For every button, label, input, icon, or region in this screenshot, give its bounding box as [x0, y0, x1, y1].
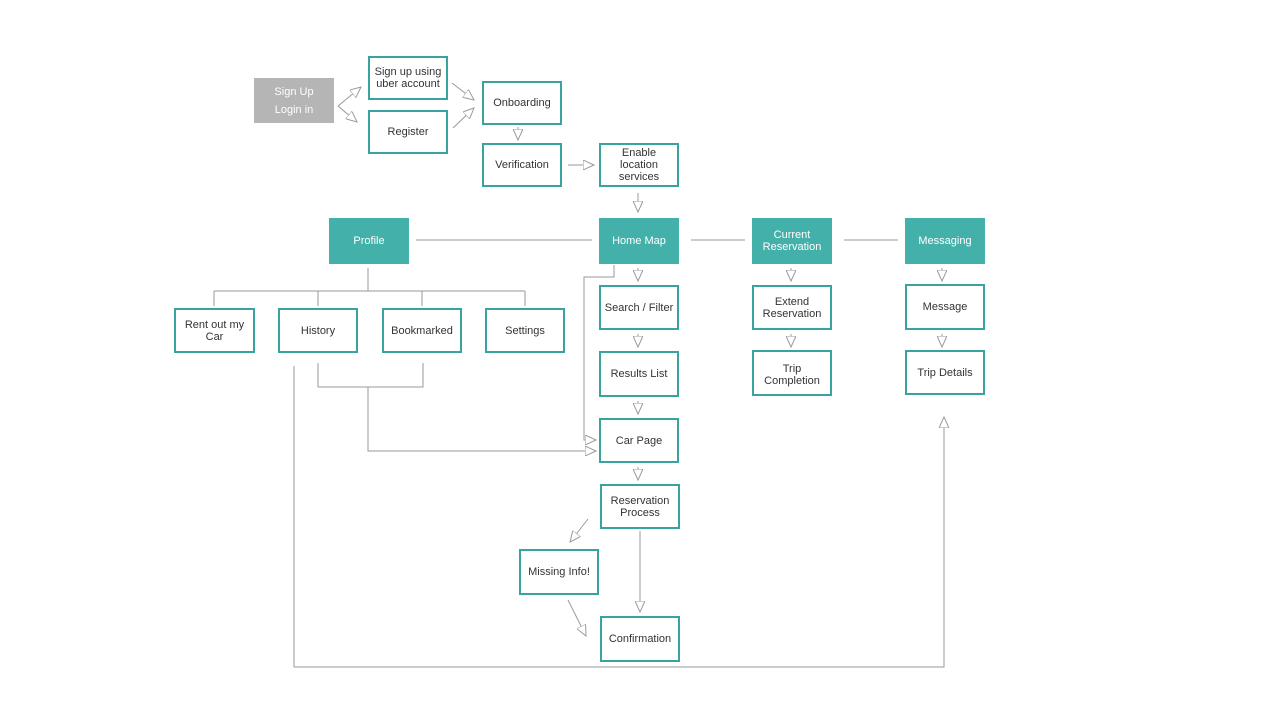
- edge-missing-confirmation: [567, 599, 586, 636]
- results-list-node[interactable]: Results List: [599, 351, 679, 397]
- reservation-process-node[interactable]: Reservation Process: [600, 484, 680, 529]
- home-map-node[interactable]: Home Map: [599, 218, 679, 264]
- profile-node[interactable]: Profile: [329, 218, 409, 264]
- enable-location-node[interactable]: Enable location services: [599, 143, 679, 187]
- edge-register-onboarding: [452, 108, 474, 129]
- edge-home-car-page: [583, 265, 615, 440]
- message-node[interactable]: Message: [905, 284, 985, 330]
- edge-history-bookmarked-join: [317, 363, 424, 388]
- verification-node[interactable]: Verification: [482, 143, 562, 187]
- sign-up-login-node[interactable]: Sign Up Login in: [254, 78, 334, 123]
- edge-start-signup-uber: [337, 87, 361, 107]
- signup-uber-node[interactable]: Sign up using uber account: [368, 56, 448, 100]
- sign-up-label: Sign Up: [274, 85, 314, 98]
- trip-completion-node[interactable]: Trip Completion: [752, 350, 832, 396]
- extend-reservation-node[interactable]: Extend Reservation: [752, 285, 832, 330]
- messaging-node[interactable]: Messaging: [905, 218, 985, 264]
- settings-node[interactable]: Settings: [485, 308, 565, 353]
- edge-reservation-missing: [570, 518, 589, 542]
- register-node[interactable]: Register: [368, 110, 448, 154]
- history-node[interactable]: History: [278, 308, 358, 353]
- edge-join-car-page: [367, 387, 596, 451]
- missing-info-node[interactable]: Missing Info!: [519, 549, 599, 595]
- current-reservation-node[interactable]: Current Reservation: [752, 218, 832, 264]
- edge-start-register: [337, 105, 357, 122]
- trip-details-node[interactable]: Trip Details: [905, 350, 985, 395]
- login-label: Login in: [274, 103, 314, 116]
- search-filter-node[interactable]: Search / Filter: [599, 285, 679, 330]
- car-page-node[interactable]: Car Page: [599, 418, 679, 463]
- confirmation-node[interactable]: Confirmation: [600, 616, 680, 662]
- edge-history-trip-details: [293, 366, 944, 668]
- rent-out-node[interactable]: Rent out my Car: [174, 308, 255, 353]
- edge-uber-onboarding: [451, 82, 474, 100]
- onboarding-node[interactable]: Onboarding: [482, 81, 562, 125]
- bookmarked-node[interactable]: Bookmarked: [382, 308, 462, 353]
